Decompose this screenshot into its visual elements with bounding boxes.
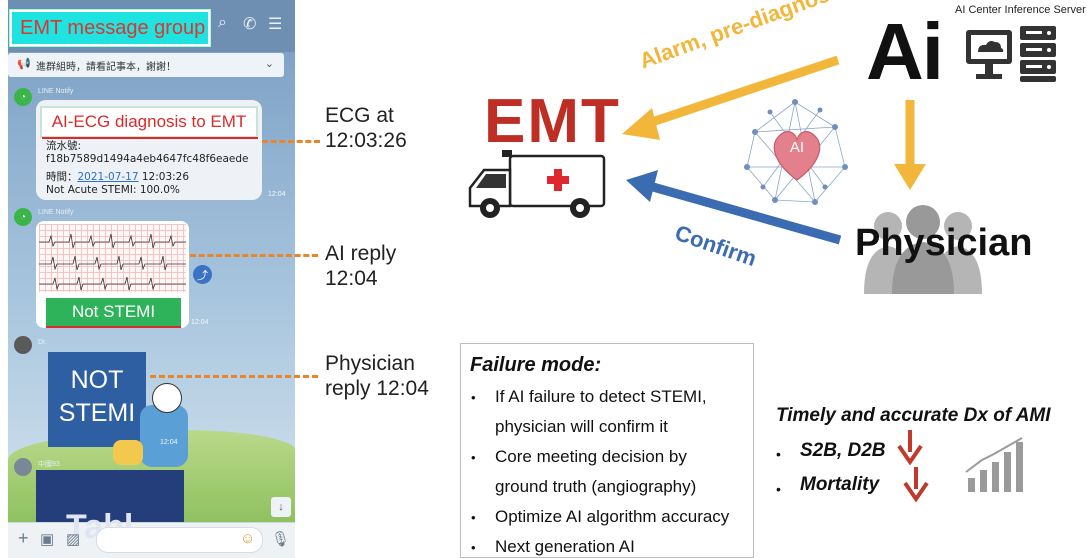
annotation-line: Physician [325, 352, 415, 375]
announcement-text: 進群組時，請看記事本，謝謝！ [36, 61, 176, 73]
failure-item: physician will confirm it [495, 417, 668, 436]
bullet-dot: • [471, 510, 476, 525]
bullet-dot: • [471, 390, 476, 405]
failure-mode-title: Failure mode: [470, 354, 602, 376]
failure-item: Core meeting decision by [495, 447, 687, 466]
ai-brain-network-icon: AI [744, 99, 848, 205]
failure-mode-box: Failure mode: • If AI failure to detect … [460, 343, 754, 558]
time-prefix: 時間： [46, 171, 78, 183]
share-icon[interactable]: ⤴ [193, 265, 212, 284]
ai-ecg-label: AI-ECG diagnosis to EMT [40, 106, 258, 138]
serial-number: f18b7589d1494a4eb4647fc48f6eaede [46, 153, 249, 165]
line-notify-avatar[interactable]: ◔ [14, 88, 32, 106]
sticker-icon[interactable]: ☺ [240, 530, 256, 547]
outcomes-title: Timely and accurate Dx of AMI [776, 405, 1051, 426]
camera-icon[interactable]: ▣ [40, 531, 55, 548]
result-text: Not Acute STEMI: 100.0% [46, 184, 180, 196]
flow-arrows [622, 55, 926, 245]
label-underline [42, 137, 258, 139]
bullet-dot: • [471, 540, 476, 555]
decrease-arrow-icon [897, 430, 923, 466]
physician-label: Physician [855, 222, 1033, 264]
group-name-label: EMT message group [10, 10, 210, 46]
sticker-cartoon-dog [113, 440, 143, 465]
sticker-cartoon [140, 405, 188, 467]
physician-group-icon [864, 205, 982, 294]
chevron-down-icon[interactable]: ⌄ [264, 58, 274, 70]
time-value: 12:03:26 [141, 171, 190, 183]
bullet-dot: • [776, 446, 781, 462]
brain-ai-label: AI [790, 139, 804, 156]
date-link[interactable]: 2021-07-17 [77, 171, 139, 183]
ecg-waveform [39, 233, 186, 291]
timestamp: 12:04 [191, 319, 209, 326]
sticker-text-line1: NOT [70, 366, 124, 394]
confirm-arrow-shaft [644, 180, 842, 245]
down-arrow-head [894, 164, 926, 190]
annotation-line: AI reply [325, 242, 397, 265]
failure-item: ground truth (angiography) [495, 477, 697, 496]
physician-reply-annotation: Physician reply 12:04 [325, 351, 429, 401]
shared-card[interactable]: Tabl [36, 470, 184, 546]
announcement-bar[interactable]: 📢 進群組時，請看記事本，謝謝！ ⌄ [8, 53, 284, 77]
growth-chart-icon [965, 437, 1023, 492]
not-stemi-sticker[interactable]: NOT STEMI [48, 352, 146, 447]
ai-reply-connector [190, 254, 318, 257]
outcome-s2b-d2b: S2B, D2B [800, 440, 886, 461]
user-avatar[interactable] [14, 458, 32, 476]
alarm-arrow-shaft [638, 55, 840, 131]
bullet-dot: • [471, 450, 476, 465]
phone-call-icon[interactable]: ✆ [243, 16, 257, 33]
serial-label: 流水號: [46, 140, 82, 152]
message-input[interactable] [96, 527, 263, 553]
search-icon[interactable]: ⌕ [218, 14, 227, 31]
physician-reply-connector [150, 375, 318, 378]
ai-logo-text: Ai [866, 7, 944, 96]
sender-name: LINE Notify [38, 88, 74, 95]
sender-name: Dr. [38, 339, 47, 346]
ai-center-label: AI Center Inference Server [955, 4, 1086, 16]
annotation-line: 12:04 [325, 267, 378, 290]
sticker-text-line2: STEMI [58, 399, 136, 427]
scroll-down-button[interactable]: ↓ [271, 497, 291, 517]
timestamp: 12:04 [268, 191, 286, 198]
failure-item: If AI failure to detect STEMI, [495, 387, 707, 406]
confirm-arrow-head [626, 170, 658, 202]
annotation-line: ECG at [325, 104, 394, 127]
annotation-line: 12:03:26 [325, 129, 407, 152]
time-row: 時間：2021-07-17 12:03:26 [46, 169, 189, 184]
annotation-line: reply 12:04 [325, 377, 429, 400]
bullet-dot: • [776, 481, 781, 497]
ecg-time-annotation: ECG at 12:03:26 [325, 103, 407, 153]
sender-name: LINE Notify [38, 209, 74, 216]
ecg-image [39, 224, 186, 292]
not-stemi-label: Not STEMI [46, 298, 181, 326]
physician-avatar[interactable] [14, 336, 32, 354]
menu-icon[interactable]: ☰ [268, 16, 283, 33]
timestamp: 12:04 [160, 439, 178, 446]
decrease-arrow-icon [903, 467, 929, 503]
image-icon[interactable]: ▨ [66, 531, 81, 548]
ai-reply-annotation: AI reply 12:04 [325, 241, 396, 291]
alarm-arrow-head [622, 108, 660, 140]
emt-title: EMT [484, 87, 621, 156]
failure-item: Next generation AI [495, 537, 635, 556]
ambulance-icon [468, 150, 606, 218]
plus-icon[interactable]: + [18, 528, 29, 548]
outcome-mortality: Mortality [800, 474, 880, 495]
line-notify-avatar[interactable]: ◔ [14, 208, 32, 226]
megaphone-icon: 📢 [17, 58, 31, 70]
ecg-connector [262, 140, 320, 143]
computer-server-icon [966, 26, 1056, 82]
failure-item: Optimize AI algorithm accuracy [495, 507, 730, 526]
label-underline [46, 326, 181, 328]
sticker-cartoon-head [152, 383, 182, 413]
sender-name: 中國93 [38, 461, 60, 468]
microphone-icon[interactable]: 🎙 [271, 531, 291, 548]
